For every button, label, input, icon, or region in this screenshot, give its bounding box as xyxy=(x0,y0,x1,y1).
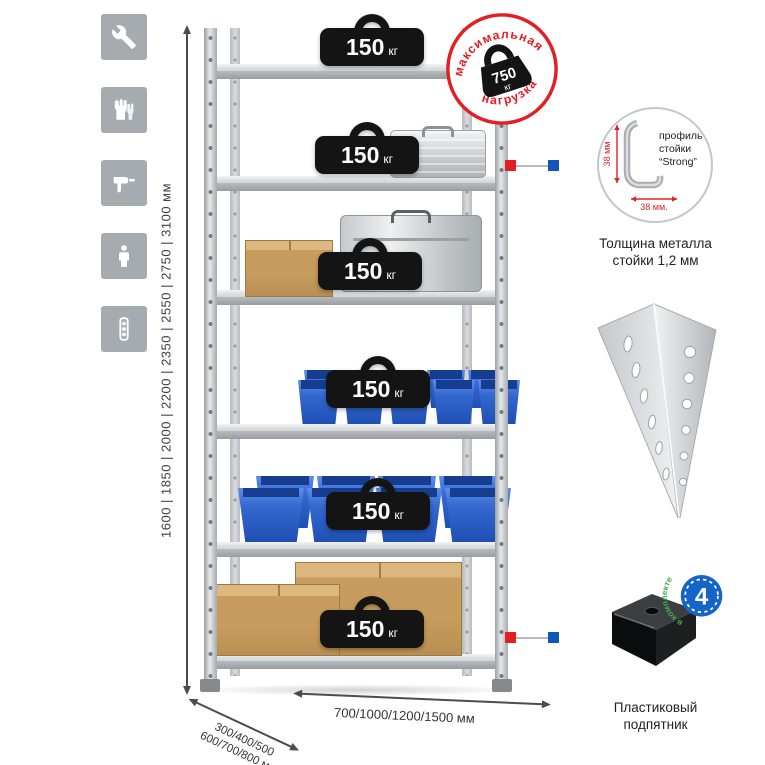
load-value: 150 xyxy=(343,257,383,284)
profile-dim-horizontal: 38 мм. xyxy=(640,202,667,212)
shelf-2 xyxy=(204,176,508,191)
arrow-up-icon xyxy=(183,21,191,34)
height-dimension-line xyxy=(183,25,191,695)
load-unit: кг xyxy=(394,507,404,522)
stamp-load-value: 750 xyxy=(490,65,518,88)
profile-dim-vertical: 38 мм xyxy=(602,142,612,167)
weight-handle xyxy=(354,14,390,40)
rack-foot-right xyxy=(492,679,512,692)
stamp-graphic: максимальная нагрузка 750 кг xyxy=(442,13,558,125)
load-unit: кг xyxy=(388,43,398,58)
svg-text:в комплекте: в комплекте xyxy=(660,575,684,628)
feature-tile-tools xyxy=(101,14,147,60)
marker-red-top xyxy=(505,160,516,171)
corner-post-image xyxy=(592,300,722,535)
stamp-load-unit: кг xyxy=(503,81,513,93)
wrench-icon xyxy=(112,25,136,49)
arrow-left-icon xyxy=(288,689,303,698)
rack-post-back-left xyxy=(230,28,240,676)
load-unit: кг xyxy=(388,625,398,640)
plastic-foot-graphic xyxy=(612,594,696,666)
load-unit: кг xyxy=(394,385,404,400)
marker-line-bottom xyxy=(516,637,548,639)
arrow-down-icon xyxy=(183,686,191,699)
foot-badge-arc-text: в комплекте xyxy=(660,575,684,628)
plastic-foot-image xyxy=(600,578,710,673)
corner-post-graphic xyxy=(597,303,717,519)
foot-caption-line1: Пластиковый xyxy=(613,700,698,715)
shelf-6 xyxy=(204,654,508,669)
profile-title-3: “Strong” xyxy=(659,156,697,168)
profile-caption-line1: Толщина металла xyxy=(599,236,712,251)
feature-tile-power-strip xyxy=(101,306,147,352)
drill-icon xyxy=(113,177,135,193)
profile-title-1: профиль xyxy=(659,130,703,142)
person-icon xyxy=(119,245,129,267)
weight-handle xyxy=(349,122,385,148)
feature-tile-drill xyxy=(101,160,147,206)
gloves-icon xyxy=(114,99,134,120)
storage-bin xyxy=(433,380,475,424)
shelf-5 xyxy=(204,542,508,557)
rack-post-front-left xyxy=(204,28,217,684)
load-unit: кг xyxy=(386,267,396,282)
shelf-4 xyxy=(204,424,508,439)
power-strip-icon xyxy=(119,317,129,341)
load-value: 150 xyxy=(345,615,385,642)
cardboard-box xyxy=(216,584,340,656)
storage-bin xyxy=(238,488,304,542)
load-value: 150 xyxy=(340,141,380,168)
load-value: 150 xyxy=(345,33,385,60)
load-value: 150 xyxy=(351,375,391,402)
rack-foot-left xyxy=(200,679,220,692)
profile-caption-line2: стойки 1,2 мм xyxy=(612,252,699,268)
marker-red-bottom xyxy=(505,632,516,643)
weight-handle xyxy=(360,356,396,382)
foot-caption-line2: подпятник xyxy=(623,716,688,732)
max-load-stamp: максимальная нагрузка 750 кг xyxy=(428,0,577,143)
width-dimension-label: 700/1000/1200/1500 мм xyxy=(333,704,476,727)
weight-handle xyxy=(360,478,396,504)
foot-count-value: 4 xyxy=(695,584,709,611)
profile-caption: Толщина металла стойки 1,2 мм xyxy=(583,236,728,270)
rack-post-front-right xyxy=(495,28,508,684)
load-unit: кг xyxy=(383,151,393,166)
foot-badge-graphic: в комплекте 4 xyxy=(660,575,723,628)
profile-callout-circle: 38 мм 38 мм. профиль стойки “Strong” xyxy=(597,107,713,223)
marker-blue-top xyxy=(548,160,559,171)
height-dimension-label: 1600 | 1850 | 2000 | 2200 | 2350 | 2550 … xyxy=(158,182,174,538)
load-value: 150 xyxy=(351,497,391,524)
depth-dimension-label: 300/400/500 600/700/800 мм xyxy=(184,711,297,765)
rack-shadow xyxy=(194,684,518,696)
foot-count-badge: в комплекте 4 xyxy=(660,563,730,633)
profile-title-2: стойки xyxy=(659,143,691,155)
weight-handle xyxy=(352,238,388,264)
profile-detail-graphic: 38 мм 38 мм. профиль стойки “Strong” xyxy=(602,119,703,212)
marker-line-top xyxy=(516,165,548,167)
weight-handle xyxy=(354,596,390,622)
arrow-right-icon xyxy=(541,700,556,709)
foot-caption: Пластиковый подпятник xyxy=(583,700,728,734)
rack-post-back-right xyxy=(462,28,472,676)
marker-blue-bottom xyxy=(548,632,559,643)
feature-tile-gloves xyxy=(101,87,147,133)
feature-tile-person xyxy=(101,233,147,279)
arrow-right-icon xyxy=(289,743,305,756)
